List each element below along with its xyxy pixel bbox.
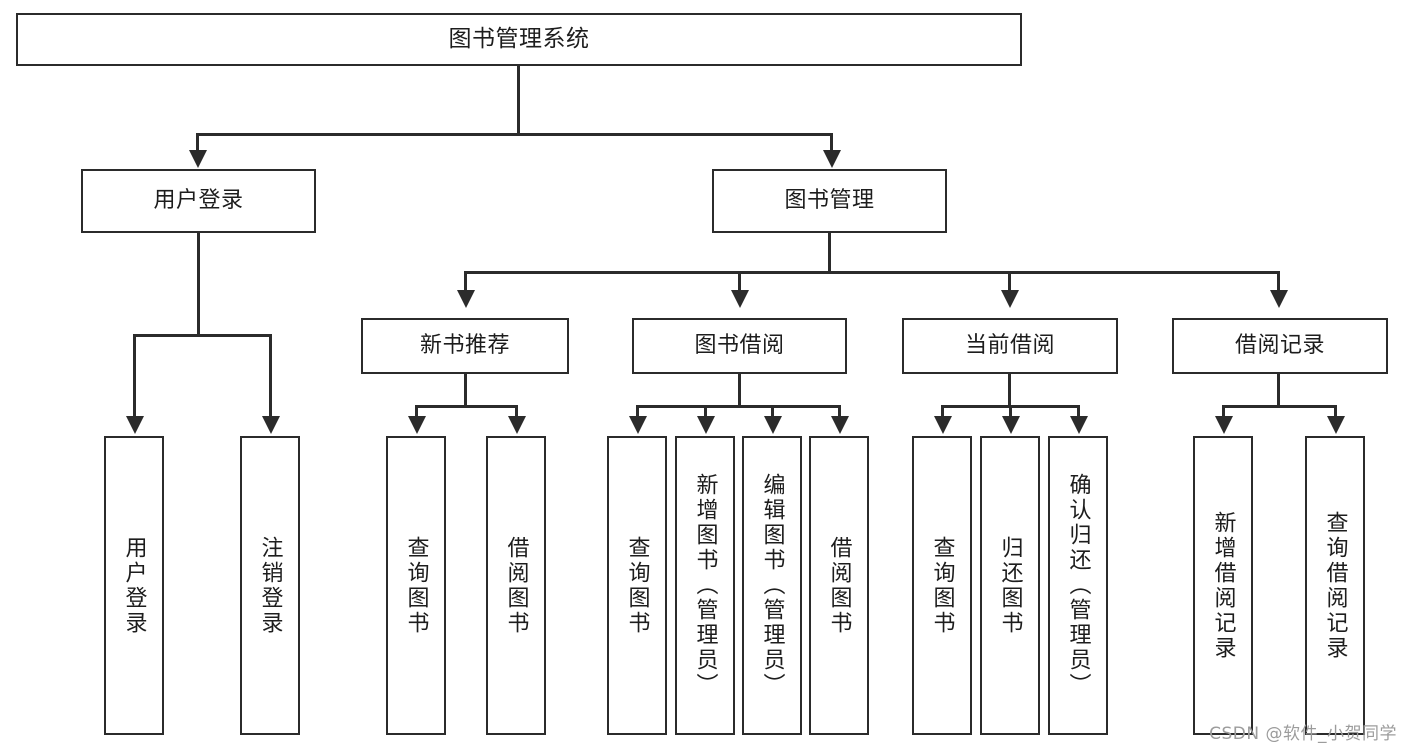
node-label: 查询图书 xyxy=(624,535,650,636)
leaf-add-book[interactable]: 新增图书（管理员） xyxy=(675,436,735,735)
connector-new-book-stem xyxy=(464,374,467,408)
arrow-bm-to-current-borrow xyxy=(1001,290,1019,308)
connector-cb-l1 xyxy=(941,405,944,418)
connector-borrow-record-bar xyxy=(1222,405,1337,408)
leaf-query-record[interactable]: 查询借阅记录 xyxy=(1305,436,1365,735)
node-label: 借阅记录 xyxy=(1234,332,1325,358)
node-label: 借阅图书 xyxy=(503,535,529,636)
connector-book-manage-bar xyxy=(464,271,1279,274)
connector-bm-to-current-borrow xyxy=(1008,271,1011,292)
node-label: 查询图书 xyxy=(403,535,429,636)
connector-bm-to-book-borrow xyxy=(738,271,741,292)
leaf-user-login[interactable]: 用户登录 xyxy=(104,436,164,735)
connector-root-stem xyxy=(517,66,520,134)
leaf-edit-book[interactable]: 编辑图书（管理员） xyxy=(742,436,802,735)
node-label: 用户登录 xyxy=(153,187,244,213)
connector-borrow-record-stem xyxy=(1277,374,1280,408)
node-label: 图书借阅 xyxy=(694,332,785,358)
arrow-bb-l1 xyxy=(629,416,647,434)
node-label: 新书推荐 xyxy=(419,332,510,358)
connector-new-book-bar xyxy=(415,405,518,408)
arrow-br-l1 xyxy=(1215,416,1233,434)
arrow-user-login-l1 xyxy=(126,416,144,434)
leaf-confirm-return[interactable]: 确认归还（管理员） xyxy=(1048,436,1108,735)
csdn-watermark: CSDN @软件_小贺同学 xyxy=(1209,724,1397,744)
leaf-logout-login[interactable]: 注销登录 xyxy=(240,436,300,735)
leaf-return-book[interactable]: 归还图书 xyxy=(980,436,1040,735)
connector-user-login-stem xyxy=(197,233,200,335)
arrow-cb-l3 xyxy=(1070,416,1088,434)
node-label: 借阅图书 xyxy=(826,535,852,636)
connector-root-bar xyxy=(196,133,833,136)
node-label: 注销登录 xyxy=(257,535,283,636)
arrow-bm-to-new-book xyxy=(457,290,475,308)
arrow-nb-l2 xyxy=(508,416,526,434)
connector-book-borrow-bar xyxy=(636,405,839,408)
node-label: 图书管理系统 xyxy=(448,25,590,52)
connector-root-to-book-manage xyxy=(830,133,833,152)
arrow-br-l2 xyxy=(1327,416,1345,434)
node-label: 归还图书 xyxy=(997,535,1023,636)
node-borrow-record[interactable]: 借阅记录 xyxy=(1172,318,1388,374)
arrow-user-login-l2 xyxy=(262,416,280,434)
leaf-borrow-book-2[interactable]: 借阅图书 xyxy=(809,436,869,735)
node-book-borrow[interactable]: 图书借阅 xyxy=(632,318,847,374)
leaf-add-record[interactable]: 新增借阅记录 xyxy=(1193,436,1253,735)
node-new-book-recommend[interactable]: 新书推荐 xyxy=(361,318,569,374)
connector-nb-l1 xyxy=(415,405,418,418)
arrow-bb-l4 xyxy=(831,416,849,434)
connector-bb-l4 xyxy=(838,405,841,418)
node-label: 查询借阅记录 xyxy=(1322,510,1348,661)
node-label: 确认归还（管理员） xyxy=(1065,473,1091,698)
connector-bb-l3 xyxy=(771,405,774,418)
arrow-bm-to-borrow-record xyxy=(1270,290,1288,308)
connector-br-l2 xyxy=(1334,405,1337,418)
arrow-bm-to-book-borrow xyxy=(731,290,749,308)
arrow-nb-l1 xyxy=(408,416,426,434)
node-user-login[interactable]: 用户登录 xyxy=(81,169,316,233)
connector-user-login-l1 xyxy=(133,334,136,418)
connector-book-borrow-stem xyxy=(738,374,741,408)
connector-nb-l2 xyxy=(515,405,518,418)
node-label: 新增图书（管理员） xyxy=(692,473,718,698)
connector-br-l1 xyxy=(1222,405,1225,418)
leaf-query-book-2[interactable]: 查询图书 xyxy=(607,436,667,735)
arrow-cb-l2 xyxy=(1002,416,1020,434)
connector-bm-to-borrow-record xyxy=(1277,271,1280,292)
node-current-borrow[interactable]: 当前借阅 xyxy=(902,318,1118,374)
connector-root-to-user-login xyxy=(196,133,199,152)
connector-bb-l2 xyxy=(704,405,707,418)
arrow-bb-l2 xyxy=(697,416,715,434)
arrow-cb-l1 xyxy=(934,416,952,434)
connector-current-borrow-stem xyxy=(1008,374,1011,408)
node-label: 查询图书 xyxy=(929,535,955,636)
node-label: 新增借阅记录 xyxy=(1210,510,1236,661)
connector-user-login-l2 xyxy=(269,334,272,418)
arrow-root-to-user-login xyxy=(189,150,207,168)
node-root-system[interactable]: 图书管理系统 xyxy=(16,13,1022,66)
node-book-manage[interactable]: 图书管理 xyxy=(712,169,947,233)
connector-bm-to-new-book xyxy=(464,271,467,292)
node-label: 用户登录 xyxy=(121,535,147,636)
node-label: 当前借阅 xyxy=(964,332,1055,358)
connector-cb-l2 xyxy=(1009,405,1012,418)
leaf-query-book-1[interactable]: 查询图书 xyxy=(386,436,446,735)
leaf-query-book-3[interactable]: 查询图书 xyxy=(912,436,972,735)
node-label: 图书管理 xyxy=(784,187,875,213)
connector-user-login-bar xyxy=(133,334,272,337)
connector-bb-l1 xyxy=(636,405,639,418)
connector-cb-l3 xyxy=(1077,405,1080,418)
connector-book-manage-stem xyxy=(828,233,831,273)
arrow-root-to-book-manage xyxy=(823,150,841,168)
node-label: 编辑图书（管理员） xyxy=(759,473,785,698)
leaf-borrow-book-1[interactable]: 借阅图书 xyxy=(486,436,546,735)
arrow-bb-l3 xyxy=(764,416,782,434)
